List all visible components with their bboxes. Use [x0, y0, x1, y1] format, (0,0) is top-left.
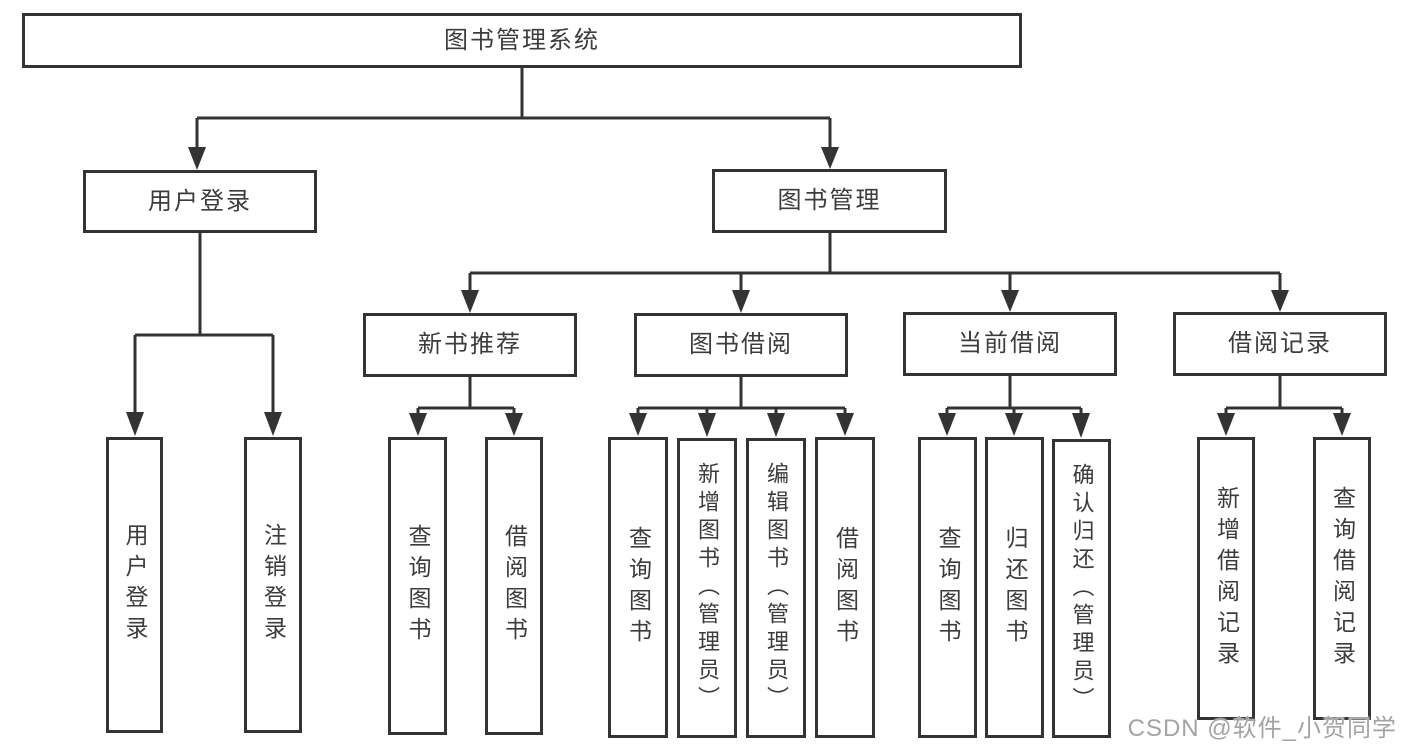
leaf-query-books-borrowing: 查询图书	[608, 437, 668, 738]
leaf-logout: 注销登录	[244, 437, 302, 733]
node-borrowing-records: 借阅记录	[1173, 312, 1387, 376]
leaf-borrow-books: 借阅图书	[815, 437, 875, 738]
node-book-borrowing: 图书借阅	[634, 313, 848, 377]
leaf-edit-books-admin: 编辑图书（管理员）	[746, 438, 806, 738]
leaf-borrow-books-recommend: 借阅图书	[485, 437, 543, 735]
leaf-query-books-current: 查询图书	[918, 437, 977, 738]
node-book-management: 图书管理	[712, 169, 947, 233]
node-new-book-recommendation: 新书推荐	[363, 313, 577, 377]
leaf-add-borrow-record: 新增借阅记录	[1197, 437, 1255, 720]
leaf-user-login: 用户登录	[106, 437, 163, 733]
leaf-add-books-admin: 新增图书（管理员）	[677, 438, 737, 738]
watermark: CSDN @软件_小贺同学	[1127, 715, 1397, 742]
leaf-confirm-return-admin: 确认归还（管理员）	[1052, 439, 1111, 738]
leaf-query-books-recommend: 查询图书	[388, 437, 447, 735]
leaf-query-borrow-record: 查询借阅记录	[1313, 437, 1371, 720]
node-user-login: 用户登录	[83, 170, 317, 233]
node-current-borrowing: 当前借阅	[903, 312, 1117, 376]
leaf-return-books: 归还图书	[985, 437, 1044, 738]
node-library-management-system: 图书管理系统	[22, 13, 1022, 68]
